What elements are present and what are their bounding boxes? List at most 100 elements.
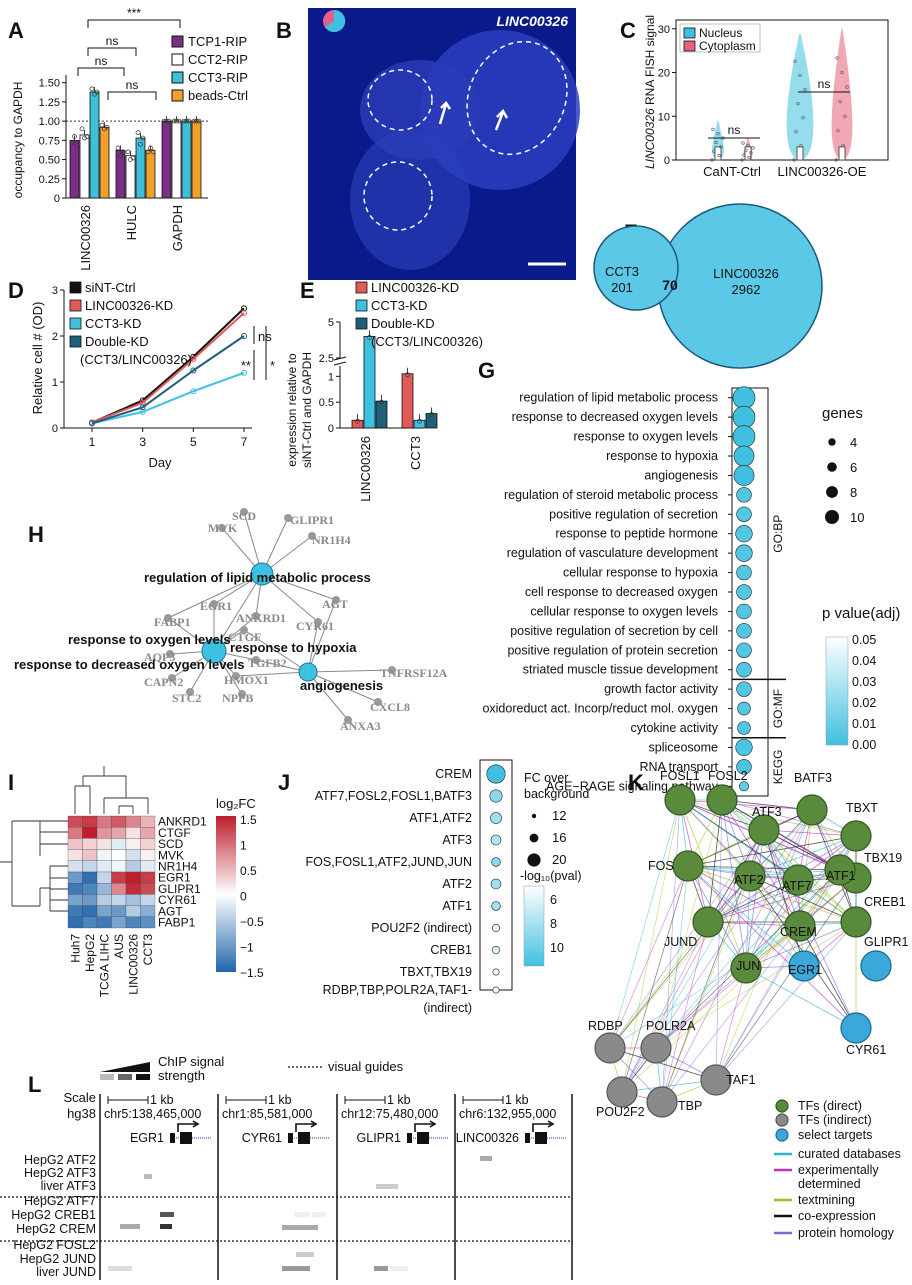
legend-label: experimentally [798, 1163, 879, 1177]
series-point [241, 333, 247, 339]
heatmap-cell [67, 871, 83, 884]
term-label: oxidoreduct act. Incorp/reduct mol. oxyg… [482, 702, 718, 716]
heatmap-cell [111, 827, 127, 839]
series-point [139, 404, 146, 411]
legend-label: protein homology [798, 1226, 895, 1240]
track-label: liver JUND [36, 1265, 96, 1279]
legend-node [775, 1099, 789, 1113]
chip-peak [294, 1212, 310, 1217]
node-label: POLR2A [646, 1019, 696, 1033]
heatmap-cell [140, 871, 156, 884]
replicate-dot [89, 86, 95, 92]
size-legend-label: 16 [552, 830, 566, 845]
network-edge [307, 671, 349, 721]
data-point [796, 102, 800, 106]
plot-frame [675, 19, 889, 161]
term-label: response to peptide hormone [555, 527, 718, 541]
replicate-dot [429, 412, 434, 417]
heatmap-cell [82, 894, 98, 906]
interaction-edge [721, 799, 857, 837]
interaction-edge [707, 869, 841, 923]
bar-beads-Ctrl-HULC [145, 149, 156, 199]
protein-node [664, 784, 696, 816]
protein-node [782, 864, 814, 896]
panel-letter: B [276, 18, 292, 43]
protein-node [606, 1076, 638, 1108]
legend-label: TCP1-RIP [188, 34, 247, 49]
color-scale-bar [523, 885, 545, 967]
replicate-dot [145, 149, 151, 155]
motif-dot [486, 764, 506, 784]
nucleus-outline [363, 161, 433, 231]
size-legend-dot [828, 438, 836, 446]
chip-peak [374, 1266, 388, 1271]
scale-label: Scale [63, 1090, 96, 1105]
heatmap-cell [140, 827, 156, 839]
gene-node [284, 514, 292, 522]
replicate-dot [176, 118, 182, 124]
network-edge [261, 573, 319, 623]
interaction-edge [687, 865, 805, 967]
replicate-dot [150, 149, 156, 155]
heatmap-cell [125, 871, 141, 884]
network-edge [307, 599, 337, 673]
term-label: striated muscle tissue development [523, 663, 719, 677]
heatmap-cell [67, 849, 83, 861]
series-point [190, 367, 197, 374]
interaction-edge [745, 921, 857, 969]
color-scale-tick: 0 [240, 890, 247, 904]
enrichment-dot [736, 759, 752, 775]
gene-name: GLIPR1 [357, 1131, 402, 1145]
motif-label: POU2F2 (indirect) [371, 921, 472, 935]
y-tick-label: 20 [658, 68, 670, 80]
enrichment-dot [736, 487, 752, 503]
legend-label: Double-KD [371, 316, 435, 331]
heatmap-cell [96, 916, 112, 929]
term-label: cytokine activity [630, 721, 718, 735]
panel-f: FCCT320170LINC003262962 [593, 203, 823, 369]
enrichment-dot [736, 642, 752, 658]
gene-node [332, 596, 340, 604]
color-tick-label: 0.03 [852, 675, 876, 689]
chip-peak [108, 1266, 132, 1271]
chip-peak [144, 1174, 152, 1179]
y-tick-label: 1.25 [39, 97, 60, 109]
motif-label: ATF2 [442, 877, 472, 891]
replicate-dot [84, 134, 90, 139]
interaction-edge [745, 879, 799, 969]
interaction-edge [655, 835, 857, 1049]
y-tick-label: 3 [52, 285, 58, 297]
motif-dot [492, 968, 500, 976]
chip-peak [312, 1212, 326, 1217]
gene-label: STC2 [172, 691, 201, 705]
track-label: HepG2 ATF2 [24, 1153, 96, 1167]
data-point [716, 132, 720, 136]
gene-label: CAPN2 [144, 675, 183, 689]
hub-label: angiogenesis [300, 678, 383, 693]
network-edge [307, 671, 379, 703]
heatmap-cell [67, 883, 83, 895]
motif-label: RDBP,TBP,POLR2A,TAF1- [323, 983, 472, 997]
venn-overlap: 70 [662, 277, 678, 293]
y-axis-label: Relative cell # (OD) [30, 302, 45, 415]
bar-CCT3-RIP-HULC [135, 137, 146, 199]
track-label: liver ATF3 [41, 1179, 96, 1193]
data-point [793, 59, 797, 63]
motif-dot [490, 878, 502, 890]
gene-node [166, 650, 174, 658]
venn-label-a: CCT3 [605, 264, 639, 279]
node-label: CREB1 [864, 895, 906, 909]
bar-CCT2-RIP-HULC [125, 155, 136, 199]
data-point [714, 140, 718, 145]
legend-label: CCT3-RIP [188, 70, 248, 85]
legend-label: visual guides [328, 1059, 404, 1074]
data-point [834, 158, 838, 162]
gene-node [308, 532, 316, 540]
interaction-edge [749, 835, 857, 877]
replicate-dot [355, 418, 360, 424]
interaction-edge [721, 799, 841, 871]
series-point [89, 420, 95, 427]
locus-coordinate: chr5:138,465,000 [104, 1107, 201, 1121]
legend-label: ChIP signal [158, 1054, 224, 1069]
